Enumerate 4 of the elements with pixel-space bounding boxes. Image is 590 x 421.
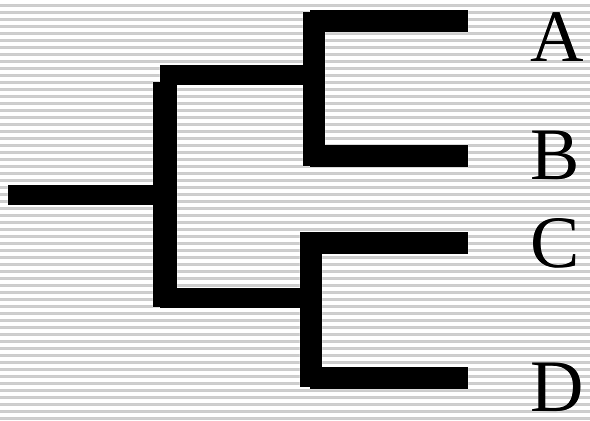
tip-label: A	[530, 0, 584, 74]
tip-label: C	[530, 206, 580, 280]
tip-label: B	[530, 118, 580, 192]
tip-label: D	[530, 350, 584, 421]
